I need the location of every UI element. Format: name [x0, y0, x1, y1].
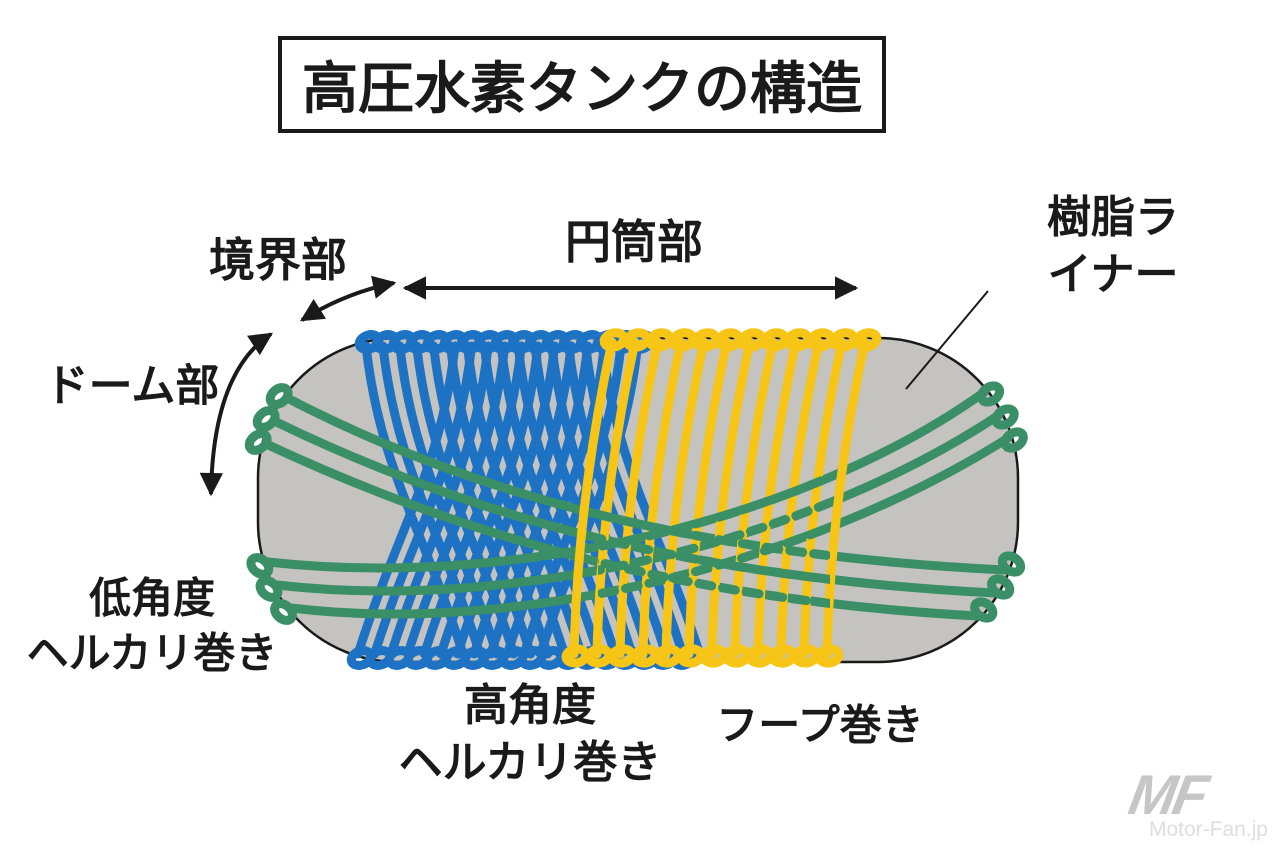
resin-liner-pointer-line [905, 290, 989, 390]
winding-strand [536, 341, 643, 659]
hoop-winding [561, 328, 882, 668]
label-low-angle-helical-winding: 低角度 ヘルカリ巻き [26, 574, 278, 676]
label-dome-section: ドーム部 [44, 361, 220, 411]
winding-strand [598, 497, 830, 575]
winding-strand [569, 337, 617, 659]
winding-strand [598, 522, 830, 599]
diagram-title: 高圧水素タンクの構造 [278, 36, 886, 133]
winding-strand [479, 341, 586, 659]
winding-strand [707, 337, 755, 659]
winding-strand [638, 337, 686, 659]
winding-strand [661, 337, 709, 659]
winding-strand [547, 341, 654, 659]
winding-strand [386, 341, 493, 659]
winding-strand [615, 337, 663, 659]
winding-strand [799, 337, 847, 659]
winding-strand [776, 337, 824, 659]
label-hoop-winding: フープ巻き [716, 701, 924, 749]
winding-strand [530, 341, 637, 659]
low-angle-helical-winding-overlay [598, 472, 830, 608]
label-resin-liner: 樹脂ライナー [1047, 192, 1179, 299]
motor-fan-site-text: Motor-Fan.jp [1148, 818, 1268, 841]
winding-strand [419, 341, 526, 659]
winding-strand [353, 341, 460, 659]
winding-strand [462, 341, 569, 659]
winding-strand [753, 337, 801, 659]
dome-arc-arrow [199, 332, 273, 497]
winding-strand [822, 337, 870, 659]
winding-strand [852, 328, 882, 352]
winding-strand [370, 341, 477, 659]
boundary-arc-arrow [300, 275, 397, 322]
winding-strand [684, 337, 732, 659]
winding-strand [598, 472, 830, 552]
label-high-angle-helical-winding: 高角度 ヘルカリ巻き [398, 680, 662, 787]
winding-strand [598, 509, 830, 561]
label-cylinder-section: 円筒部 [565, 216, 703, 269]
label-boundary-section: 境界部 [209, 234, 347, 287]
winding-strand [592, 337, 640, 659]
winding-strand [598, 533, 830, 584]
